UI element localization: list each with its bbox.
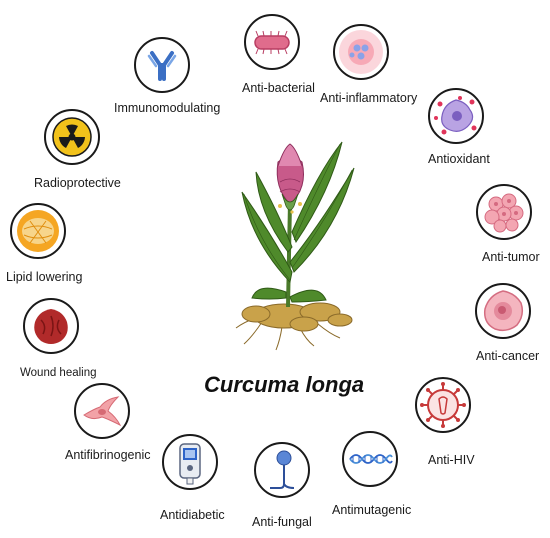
antimutagenic-label: Antimutagenic xyxy=(332,503,412,517)
lipid-lowering-circle xyxy=(10,203,66,259)
dna-icon xyxy=(349,454,393,464)
fibroblast-icon xyxy=(83,396,122,427)
anti-hiv-label: Anti-HIV xyxy=(428,453,475,467)
antibody-icon xyxy=(147,51,177,81)
bacterium-icon xyxy=(254,30,290,55)
antimutagenic-circle xyxy=(342,431,398,487)
lipid-lowering-label: Lipid lowering xyxy=(6,270,83,284)
fungus-icon xyxy=(270,450,295,489)
anti-cancer-label: Anti-cancer xyxy=(476,349,540,363)
antidiabetic-circle xyxy=(162,434,218,490)
radiation-icon xyxy=(52,117,92,157)
antioxidant-circle xyxy=(428,88,484,144)
antifibrinogenic-label: Antifibrinogenic xyxy=(65,448,151,462)
radioprotective-circle xyxy=(44,109,100,165)
anti-fungal-circle xyxy=(254,442,310,498)
anti-bacterial-label: Anti-bacterial xyxy=(242,81,315,95)
antioxidant-label: Antioxidant xyxy=(428,152,490,166)
immunomodulating-label: Immunomodulating xyxy=(114,101,221,115)
immunomodulating-circle xyxy=(134,37,190,93)
anti-tumor-label: Anti-tumor xyxy=(482,250,540,264)
inflamed-cells-icon xyxy=(339,30,383,74)
oxidative-cell-icon xyxy=(434,96,477,135)
wound-tissue-icon xyxy=(34,309,68,344)
radioprotective-label: Radioprotective xyxy=(34,176,121,190)
curcuma-plant-illustration xyxy=(235,141,355,351)
glucose-meter-icon xyxy=(179,443,201,485)
anti-cancer-circle xyxy=(475,283,531,339)
fat-cell-icon xyxy=(17,210,59,252)
anti-inflammatory-circle xyxy=(333,24,389,80)
cancer-cell-icon xyxy=(483,290,524,332)
hiv-virus-icon xyxy=(420,382,466,428)
anti-hiv-circle xyxy=(415,377,471,433)
antifibrinogenic-circle xyxy=(74,383,130,439)
anti-fungal-label: Anti-fungal xyxy=(252,515,312,529)
anti-tumor-circle xyxy=(476,184,532,240)
diagram-title: Curcuma longa xyxy=(204,372,365,397)
wound-healing-label: Wound healing xyxy=(20,367,97,379)
anti-bacterial-circle xyxy=(244,14,300,70)
tumor-cells-icon xyxy=(484,193,524,233)
wound-healing-circle xyxy=(23,298,79,354)
anti-inflammatory-label: Anti-inflammatory xyxy=(320,91,418,105)
antidiabetic-label: Antidiabetic xyxy=(160,508,225,522)
